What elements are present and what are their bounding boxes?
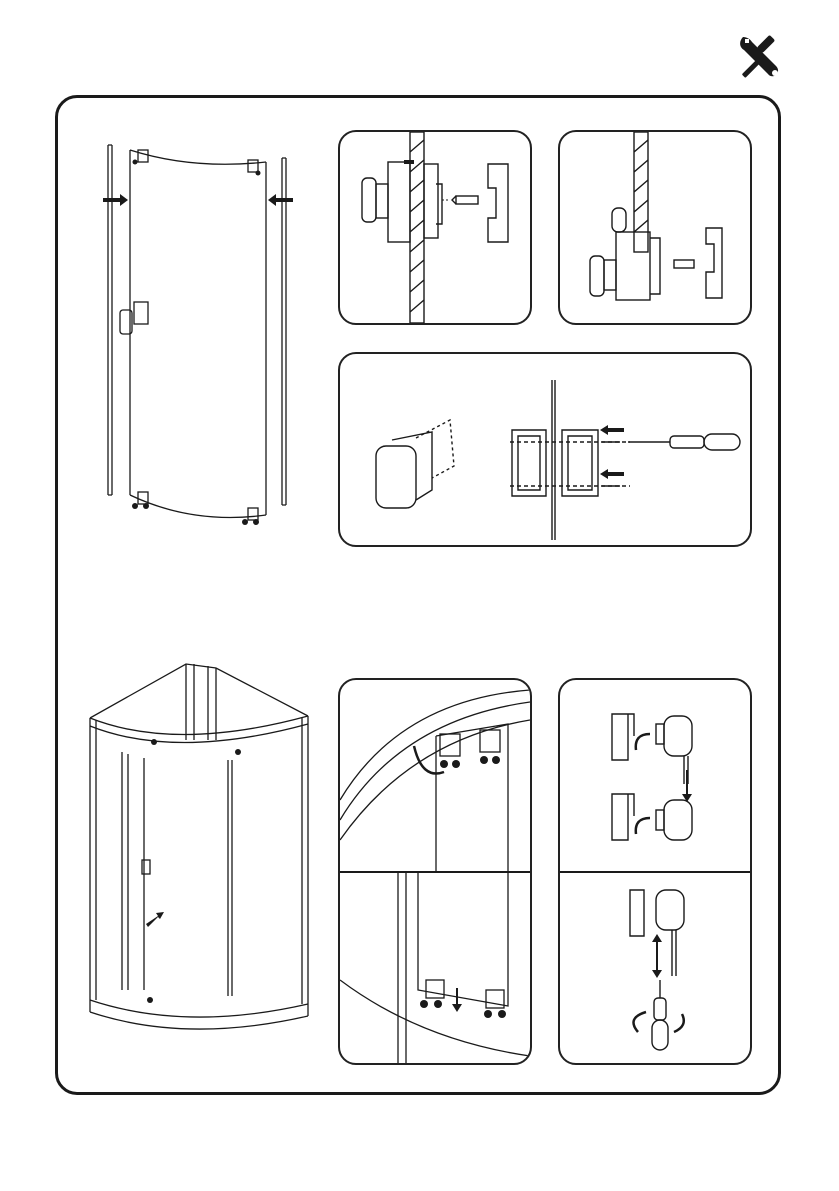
hinge-detail-panel-1 [338,130,532,325]
roller-adjustment-panel [558,678,752,1065]
hinge-detail-panel-2 [558,130,752,325]
assembled-enclosure-view [86,660,318,1044]
door-hanging-panel [338,678,532,1065]
tools-icon [735,33,785,83]
handle-assembly-panel [338,352,752,547]
curved-panel-exploded-view [98,140,308,530]
